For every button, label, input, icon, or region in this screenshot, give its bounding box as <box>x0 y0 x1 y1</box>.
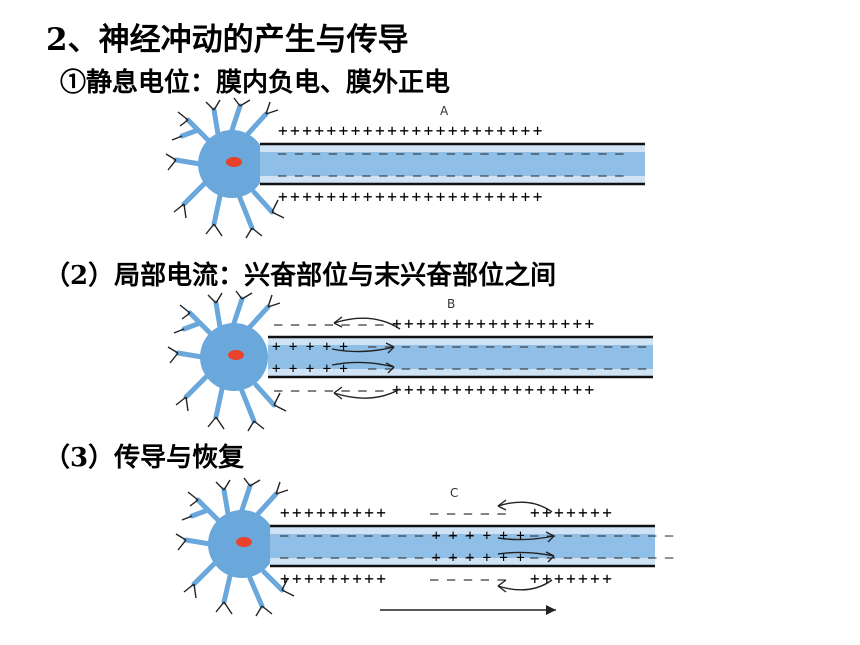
inner-minus-top: – – – – – – – – – – – – – – – – – <box>368 339 647 355</box>
neuron-soma <box>167 290 287 432</box>
outer-charges-top: ++++++++++++++++++++++ <box>278 121 545 140</box>
inner-minus-top-right: – – – – – – – – – <box>530 528 674 544</box>
inner-charges-bottom: – – – – – – – – – – – – – – – – – – – – … <box>278 168 624 184</box>
local-current-arrows <box>331 316 401 400</box>
outer-charges-bottom: ++++++++++++++++++++++ <box>278 187 545 206</box>
inner-minus-bottom-right: – – – – – – – – – <box>530 550 674 566</box>
outer-minus-top: – – – – – <box>430 506 506 522</box>
diagram-conduction-recovery: C +++++++++ – – – – – +++++++ – – – – – … <box>175 477 674 617</box>
inner-plus-bottom: + + + + + <box>272 361 348 377</box>
panel-letter-a: A <box>440 104 449 118</box>
inner-minus-top-left: – – – – – – – – – – – – <box>280 528 474 544</box>
outer-plus-bottom-left: +++++++++ <box>280 569 388 588</box>
outer-plus-top: +++++++++++++++++ <box>392 314 597 333</box>
inner-plus-top: + + + + + + <box>432 528 525 544</box>
page-heading: 2、神经冲动的产生与传导 <box>46 22 409 58</box>
outer-plus-top-left: +++++++++ <box>280 503 388 522</box>
diagram-local-current: B – – – – – – – +++++++++++++++++ + + + … <box>167 290 653 432</box>
panel-letter-b: B <box>447 297 455 311</box>
inner-minus-bottom-left: – – – – – – – – – – – – <box>280 550 474 566</box>
outer-plus-top-right: +++++++ <box>530 503 614 522</box>
outer-minus-bottom: – – – – – <box>430 572 506 588</box>
section-label-conduction-recovery: （3）传导与恢复 <box>44 443 245 473</box>
section-label-resting-potential: ①静息电位：膜内负电、膜外正电 <box>60 68 451 98</box>
panel-letter-c: C <box>450 486 458 500</box>
diagram-resting-potential: A ++++++++++++++++++++++ – – – – – – – –… <box>165 97 645 239</box>
outer-minus-top: – – – – – – – <box>274 317 384 333</box>
propagation-direction-arrow <box>380 605 556 615</box>
outer-minus-bottom: – – – – – – – <box>274 383 384 399</box>
inner-plus-top: + + + + + <box>272 339 348 355</box>
section-label-local-current: （2）局部电流：兴奋部位与末兴奋部位之间 <box>44 261 557 291</box>
inner-minus-bottom: – – – – – – – – – – – – – – – – – <box>368 361 647 377</box>
neuron-soma <box>175 477 295 617</box>
conduction-arrows <box>497 499 555 593</box>
outer-plus-bottom-right: +++++++ <box>530 569 614 588</box>
inner-charges-top: – – – – – – – – – – – – – – – – – – – – … <box>278 146 624 162</box>
outer-plus-bottom: +++++++++++++++++ <box>392 380 597 399</box>
neuron-soma <box>165 97 285 239</box>
